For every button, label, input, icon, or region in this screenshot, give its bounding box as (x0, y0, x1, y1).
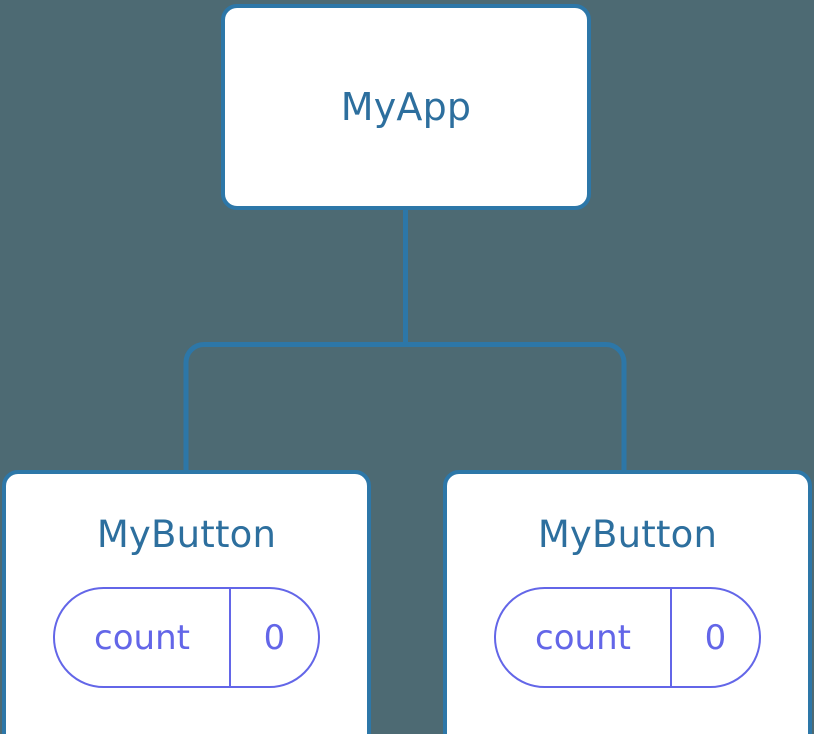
node-mybutton-1[interactable]: MyButton count 0 (2, 470, 371, 734)
node-mybutton-1-label: MyButton (96, 513, 277, 556)
state-pill-2[interactable]: count 0 (494, 587, 761, 688)
node-mybutton-2-label: MyButton (537, 513, 718, 556)
node-myapp[interactable]: MyApp (221, 4, 591, 210)
node-mybutton-2[interactable]: MyButton count 0 (443, 470, 812, 734)
connector-branch-right (405, 342, 627, 472)
state-pill-1[interactable]: count 0 (53, 587, 320, 688)
node-myapp-label: MyApp (340, 85, 472, 129)
state-pill-1-key: count (55, 589, 231, 686)
state-pill-2-value: 0 (704, 617, 727, 658)
state-pill-1-value: 0 (263, 617, 286, 658)
state-pill-2-key: count (496, 589, 672, 686)
connector-branch-left (183, 342, 406, 472)
